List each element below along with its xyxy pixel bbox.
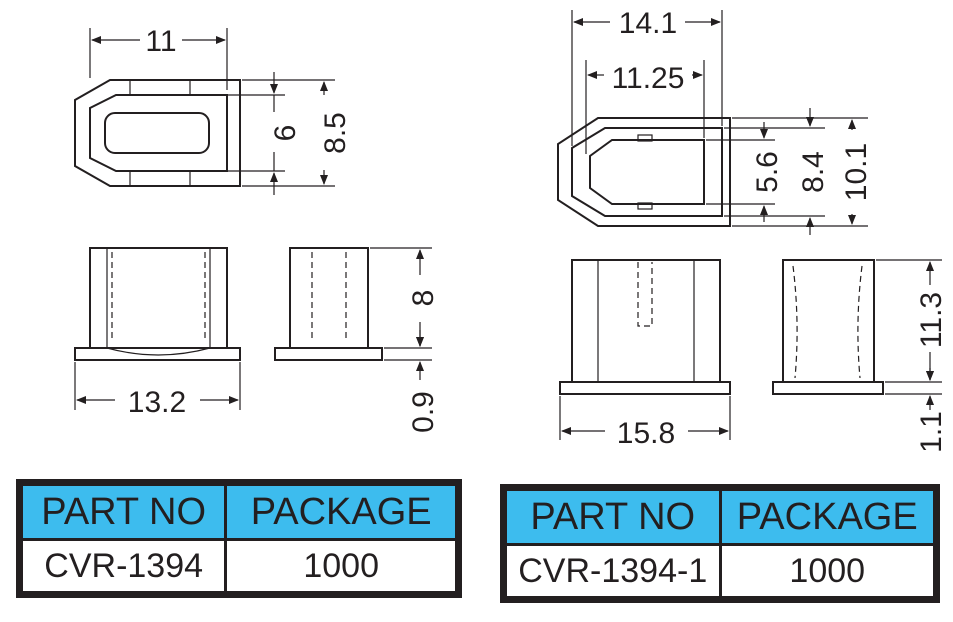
header-package: PACKAGE [224,481,460,541]
left-top-view [74,79,241,187]
left-front-view [74,247,241,361]
right-side-dimensions: 11.3 1.1 [876,259,948,453]
part-table-left: PART NO PACKAGE CVR-1394 1000 [16,479,462,598]
dim-left-top-outer-height: 8.5 [319,112,352,154]
dim-right-front-width: 15.8 [617,417,675,450]
header-part-no: PART NO [502,486,722,546]
right-side-view [772,259,884,395]
dim-right-top-mid-height: 8.4 [797,151,830,193]
dim-right-top-outer-width: 14.1 [619,7,677,40]
dim-left-top-width: 11 [145,25,176,58]
header-part-no: PART NO [17,481,228,541]
dim-right-top-inner-height: 5.6 [751,151,784,193]
technical-drawing: 11 6 8.5 13.2 [74,7,948,453]
right-front-view [559,259,731,395]
dim-right-top-outer-height: 10.1 [840,143,873,201]
right-top-view [557,117,731,227]
package-cell: 1000 [718,543,938,601]
dim-left-base-thickness: 0.9 [407,391,440,433]
right-front-dimensions: 15.8 [559,396,731,450]
dim-left-front-width: 13.2 [128,386,186,419]
header-package: PACKAGE [718,486,938,546]
part-table-right: PART NO PACKAGE CVR-1394-1 1000 [500,484,940,603]
part-no-cell: CVR-1394 [17,538,228,596]
left-front-dimensions: 13.2 [74,362,241,419]
left-top-dimensions: 11 6 8.5 [89,25,352,195]
dim-right-base-thickness: 1.1 [915,411,948,453]
dim-left-side-height: 8 [407,290,440,307]
dim-right-top-inner-width: 11.25 [612,62,685,95]
part-no-cell: CVR-1394-1 [502,543,722,601]
dim-left-top-inner-height: 6 [269,125,302,142]
dim-right-side-height: 11.3 [915,292,948,348]
package-cell: 1000 [224,538,460,596]
right-top-dimensions: 14.1 11.25 5.6 8.4 10.1 [571,7,873,235]
left-side-view [274,247,383,361]
left-side-dimensions: 8 0.9 [370,247,440,433]
